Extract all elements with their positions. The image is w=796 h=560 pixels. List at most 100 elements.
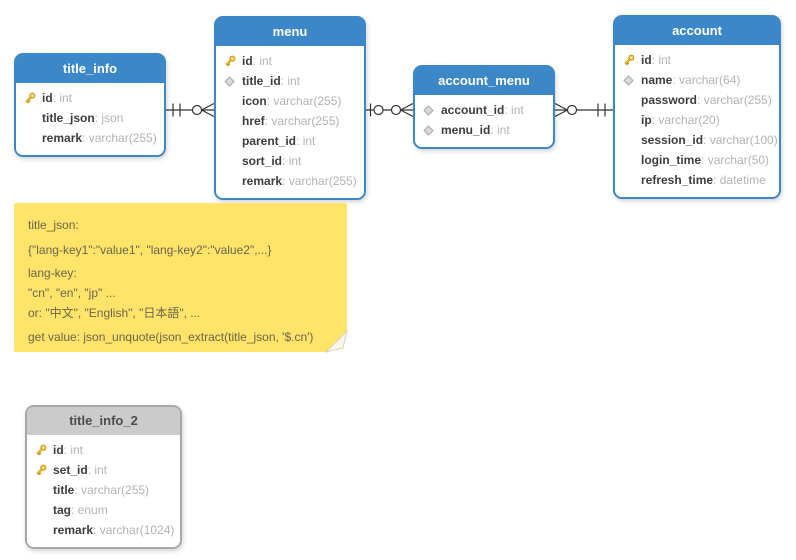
note-line: lang-key: (28, 266, 77, 280)
field-type: datetime (719, 173, 766, 187)
table-row[interactable]: name: varchar(64) (619, 70, 773, 90)
table-row[interactable]: menu_id: int (419, 120, 547, 140)
note-line: or: "中文", "English", "日本語", ... (28, 306, 201, 320)
table-row[interactable]: refresh_time: datetime (619, 170, 773, 190)
field-separator: : (94, 111, 102, 125)
field-separator: : (703, 133, 710, 147)
table-row[interactable]: remark: varchar(255) (220, 171, 358, 191)
field-name: menu_id (441, 123, 491, 137)
table-row[interactable]: parent_id: int (220, 131, 358, 151)
table-row[interactable]: sort_id: int (220, 151, 358, 171)
field-name: login_time (641, 153, 702, 167)
field-separator: : (93, 523, 100, 537)
table-row[interactable]: href: varchar(255) (220, 111, 358, 131)
field-type: varchar(20) (658, 113, 720, 127)
table-row[interactable]: password: varchar(255) (619, 90, 773, 110)
field-separator: : (651, 113, 659, 127)
field-type: int (70, 443, 84, 457)
field-separator: : (296, 134, 303, 148)
primary-key-icon (619, 53, 638, 67)
table-row[interactable]: tag: enum (31, 500, 174, 520)
field-name: tag (53, 503, 71, 517)
table-row[interactable]: title: varchar(255) (31, 480, 174, 500)
table-row[interactable]: remark: varchar(1024) (31, 520, 174, 540)
field-type: varchar(255) (81, 483, 150, 497)
table-title_info[interactable]: title_info id: int title_json: json rema… (14, 53, 166, 157)
table-row[interactable]: login_time: varchar(50) (619, 150, 773, 170)
field-type: int (287, 74, 301, 88)
table-row[interactable]: ip: varchar(20) (619, 110, 773, 130)
table-menu[interactable]: menu id: int title_id: int icon: varchar… (214, 16, 366, 200)
field-name: id (641, 53, 652, 67)
note-line: get value: json_unquote(json_extract(tit… (28, 330, 314, 344)
table-row[interactable]: title_id: int (220, 71, 358, 91)
connector-menu-account_menu[interactable] (366, 102, 414, 118)
field-name: session_id (641, 133, 704, 147)
table-row[interactable]: id: int (220, 51, 358, 71)
table-row[interactable]: session_id: varchar(100) (619, 130, 778, 150)
field-name: parent_id (242, 134, 297, 148)
foreign-key-diamond-icon (619, 74, 638, 86)
field-name: account_id (441, 103, 505, 117)
table-row[interactable]: remark: varchar(255) (20, 128, 158, 148)
field-separator: : (264, 114, 272, 128)
table-row[interactable]: id: int (31, 440, 174, 460)
field-type: varchar(50) (707, 153, 770, 167)
field-type: json (101, 111, 124, 125)
connector-title_info-menu[interactable] (166, 102, 215, 118)
field-type: varchar(255) (271, 114, 340, 128)
field-type: varchar(1024) (99, 523, 175, 537)
table-row[interactable]: account_id: int (419, 100, 547, 120)
field-name: id (242, 54, 253, 68)
table-title_info_2[interactable]: title_info_2 id: int set_id: int title: … (25, 405, 182, 549)
table-row[interactable]: icon: varchar(255) (220, 91, 358, 111)
table-row[interactable]: id: int (20, 88, 158, 108)
field-separator: : (71, 503, 78, 517)
field-name: id (42, 91, 53, 105)
field-name: ip (641, 113, 652, 127)
foreign-key-diamond-icon (220, 75, 239, 87)
table-row[interactable]: title_json: json (20, 108, 158, 128)
field-type: varchar(255) (288, 174, 357, 188)
table-title[interactable]: title_info_2 (27, 407, 180, 435)
table-title[interactable]: title_info (16, 55, 164, 83)
field-name: remark (42, 131, 83, 145)
table-title[interactable]: menu (216, 18, 364, 46)
sticky-note[interactable]: title_json: {"lang-key1":"value1", "lang… (14, 203, 348, 353)
field-name: icon (242, 94, 267, 108)
table-row[interactable]: id: int (619, 50, 773, 70)
primary-key-icon (220, 54, 239, 68)
field-separator: : (82, 131, 89, 145)
field-separator: : (490, 123, 498, 137)
primary-key-icon (31, 463, 50, 477)
field-separator: : (63, 443, 71, 457)
field-separator: : (504, 103, 512, 117)
table-columns: id: int set_id: int title: varchar(255) … (27, 435, 180, 547)
field-type: varchar(255) (703, 93, 772, 107)
foreign-key-diamond-icon (419, 104, 438, 116)
table-columns: account_id: int menu_id: int (415, 95, 553, 147)
field-separator: : (672, 73, 680, 87)
foreign-key-diamond-icon (419, 124, 438, 136)
table-title[interactable]: account_menu (415, 67, 553, 95)
note-folded-corner-icon (325, 330, 348, 353)
field-name: password (641, 93, 698, 107)
field-separator: : (282, 174, 289, 188)
table-row[interactable]: set_id: int (31, 460, 174, 480)
field-name: id (53, 443, 64, 457)
table-account_menu[interactable]: account_menu account_id: int menu_id: in… (413, 65, 555, 149)
table-title[interactable]: account (615, 17, 779, 45)
field-separator: : (280, 74, 288, 88)
field-name: set_id (53, 463, 88, 477)
table-account[interactable]: account id: int name: varchar(64) passwo… (613, 15, 781, 199)
field-type: varchar(255) (273, 94, 342, 108)
field-type: enum (77, 503, 108, 517)
field-separator: : (282, 154, 289, 168)
table-columns: id: int title_json: json remark: varchar… (16, 83, 164, 155)
field-separator: : (697, 93, 704, 107)
field-separator: : (701, 153, 708, 167)
primary-key-icon (31, 443, 50, 457)
connector-account_menu-account[interactable] (554, 102, 613, 118)
